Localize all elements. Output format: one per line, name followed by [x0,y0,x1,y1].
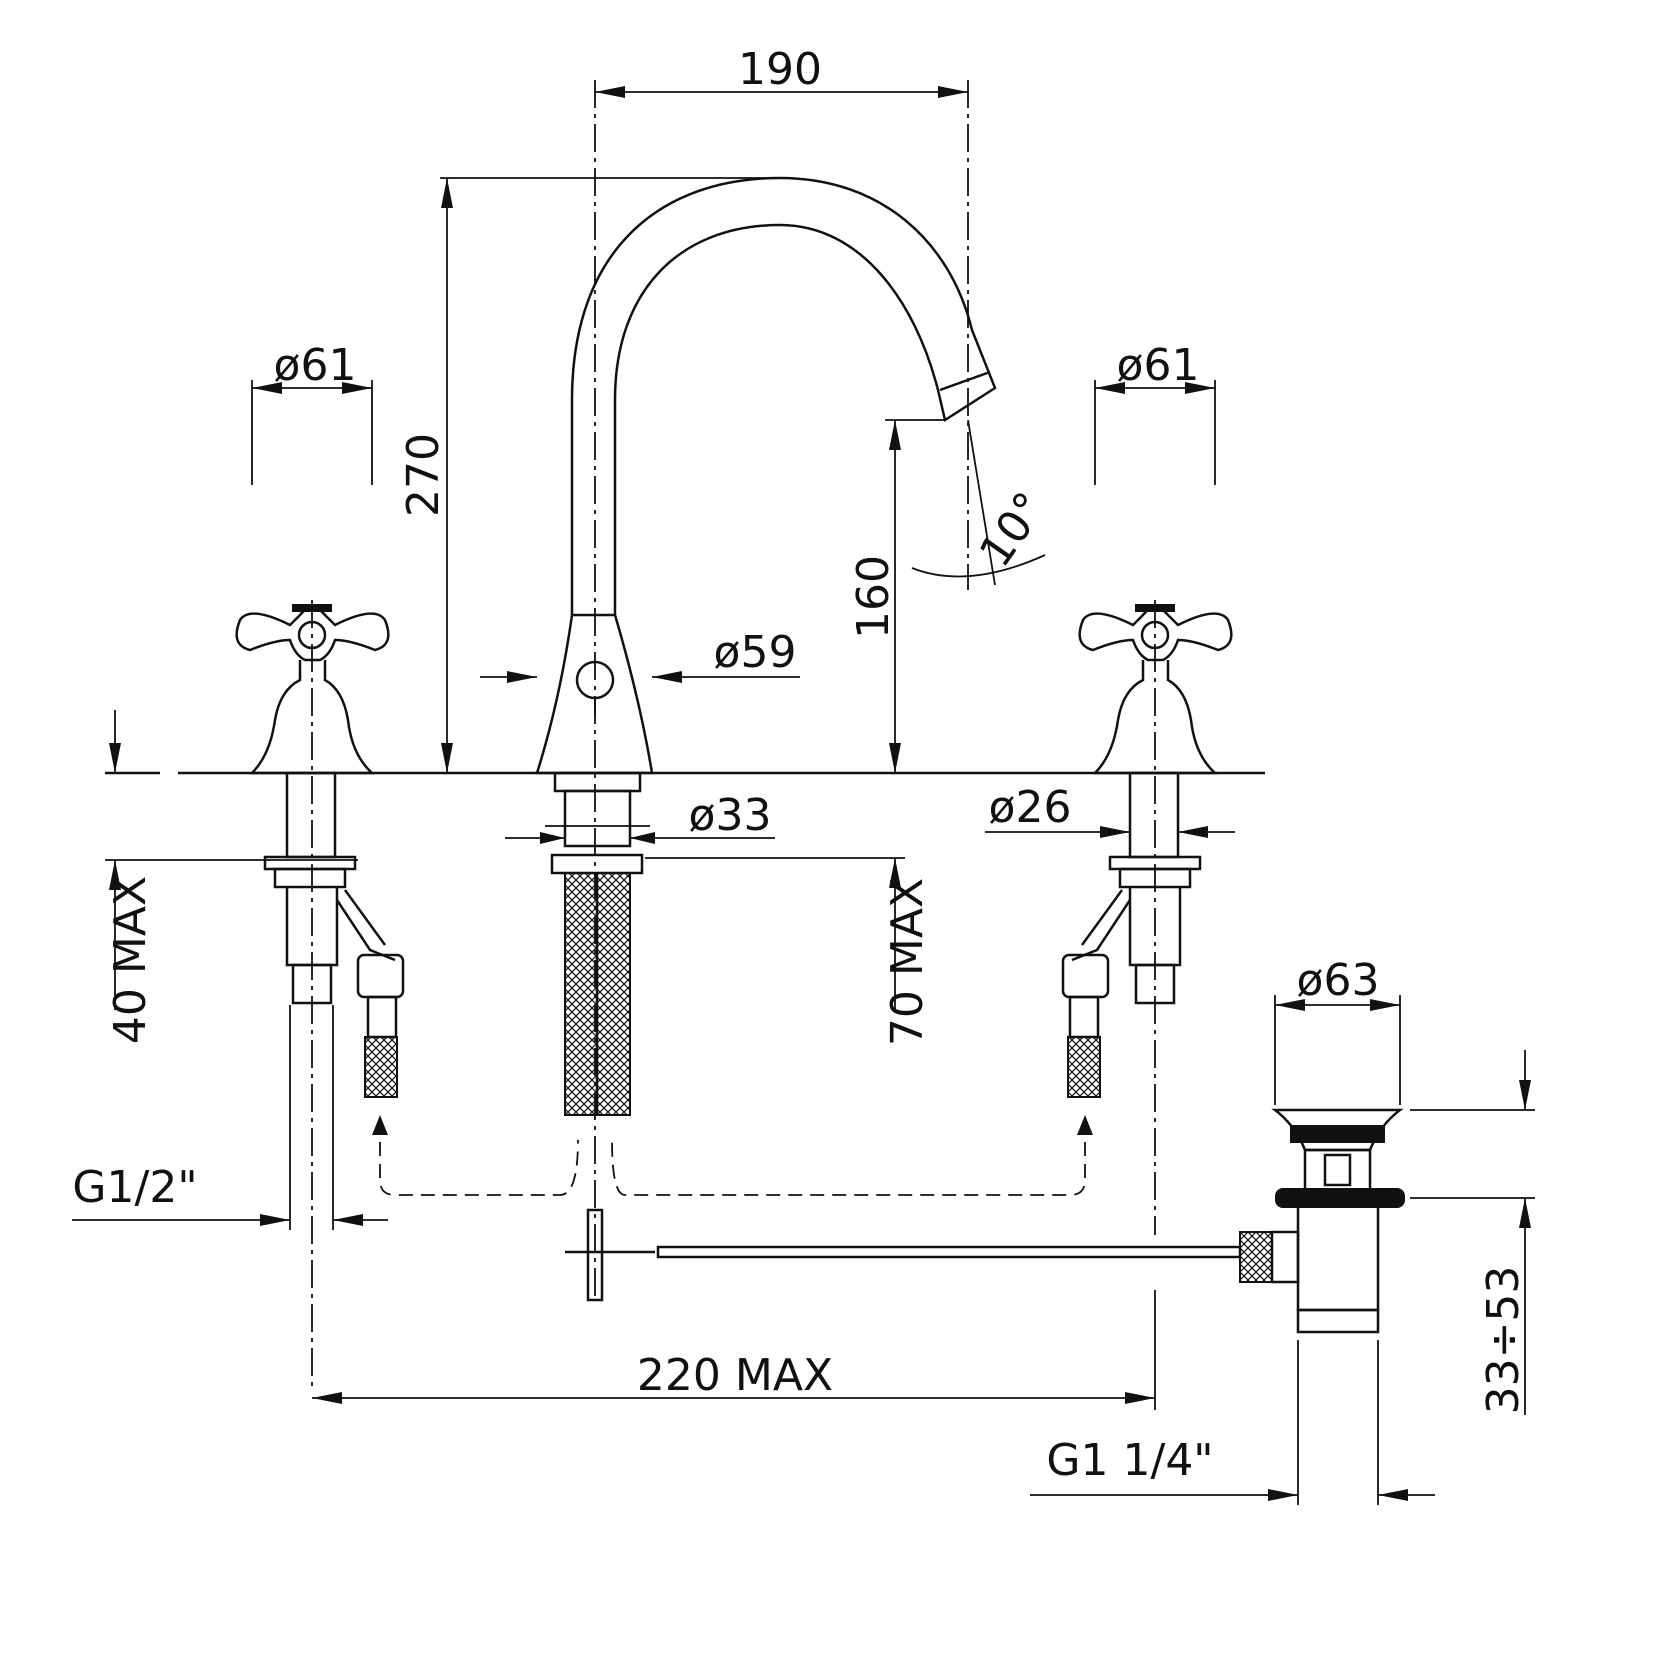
valve-body-right [1061,771,1202,1098]
pop-up-rod [565,1231,1273,1283]
label-overall-height: 270 [398,433,449,517]
label-valve-spread: 220 MAX [637,1350,833,1401]
label-handle-left-diameter: ø61 [274,340,357,391]
label-spout-angle: 10° [970,483,1057,576]
dimension-lines [72,86,1535,1505]
valve-body-left [263,771,405,1098]
label-spout-base-diameter: ø59 [714,627,797,678]
label-waste-diameter: ø63 [1297,955,1380,1006]
label-handle-right-diameter: ø61 [1117,340,1200,391]
spout-shank [545,771,650,1302]
spout-body [535,613,654,775]
label-spout-outlet-height: 160 [848,555,899,639]
spout [535,176,997,775]
handle-right [1078,604,1233,775]
centerlines [311,80,1156,1390]
label-spout-reach: 190 [738,44,822,95]
waste-drain [1270,1108,1405,1334]
label-waste-adjust: 33÷53 [1478,1266,1529,1415]
flexible-hoses [372,1115,1093,1196]
label-deck-thickness-left: 40 MAX [105,876,156,1044]
label-valve-shank-diameter: ø26 [989,782,1072,833]
label-inlet-thread: G1/2" [72,1162,197,1213]
label-waste-thread: G1 1/4" [1046,1435,1213,1486]
label-deck-thickness-center: 70 MAX [882,878,933,1046]
label-spout-shank-diameter: ø33 [689,790,772,841]
